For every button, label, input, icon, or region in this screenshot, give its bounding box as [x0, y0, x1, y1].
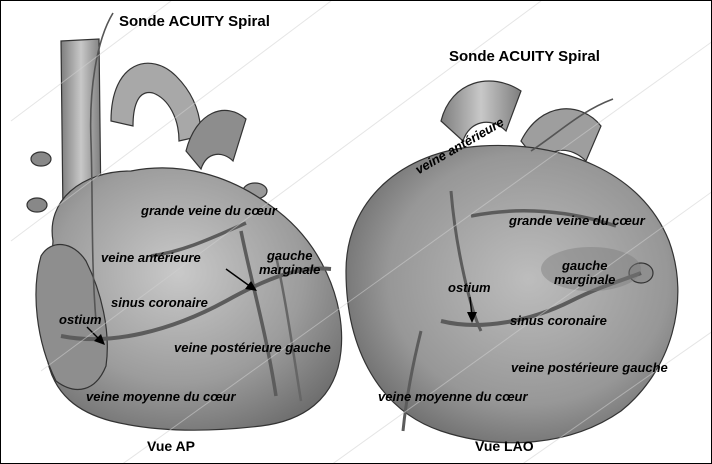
anterior-vein-label-ap: veine antérieure — [101, 251, 201, 264]
great-cardiac-vein-label-lao: grande veine du cœur — [509, 214, 645, 227]
heart-ap — [27, 13, 342, 430]
view-label-ap: Vue AP — [147, 439, 195, 453]
view-label-lao: Vue LAO — [475, 439, 534, 453]
left-marginal-label-ap: gauche marginale — [259, 249, 320, 276]
lead-label-ap: Sonde ACUITY Spiral — [119, 14, 270, 29]
coronary-sinus-label-lao: sinus coronaire — [510, 314, 607, 327]
middle-cardiac-vein-label-ap: veine moyenne du cœur — [86, 390, 236, 403]
ostium-label-lao: ostium — [448, 281, 491, 294]
ostium-label-ap: ostium — [59, 313, 102, 326]
lead-label-lao: Sonde ACUITY Spiral — [449, 49, 600, 64]
coronary-sinus-label-ap: sinus coronaire — [111, 296, 208, 309]
great-cardiac-vein-label-ap: grande veine du cœur — [141, 204, 277, 217]
posterior-left-vein-label-ap: veine postérieure gauche — [174, 341, 331, 354]
middle-cardiac-vein-label-lao: veine moyenne du cœur — [378, 390, 528, 403]
posterior-left-vein-label-lao: veine postérieure gauche — [511, 361, 668, 374]
aortic-arch — [111, 63, 201, 141]
left-marginal-label-lao: gauche marginale — [554, 259, 615, 286]
